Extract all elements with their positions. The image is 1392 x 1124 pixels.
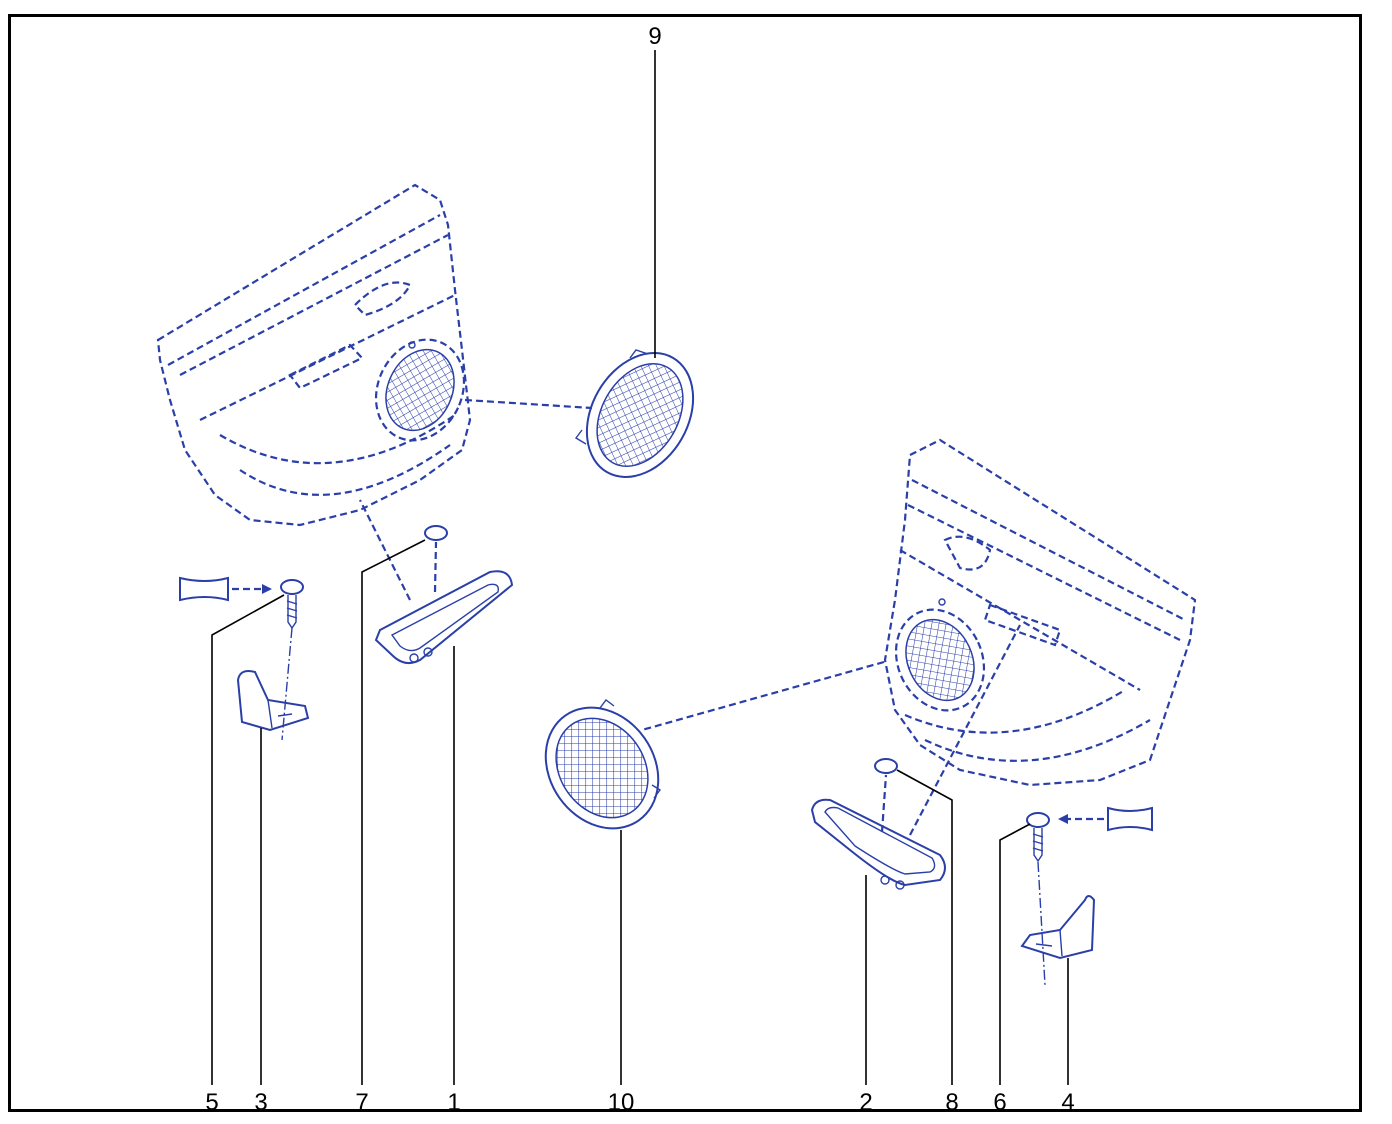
torque-tool-icon bbox=[179, 576, 229, 602]
speaker-grille-9 bbox=[574, 349, 695, 478]
door-handle-cup-1 bbox=[374, 570, 514, 665]
assembly-lines bbox=[281, 398, 1046, 986]
arrow-head bbox=[1058, 814, 1068, 824]
door-handle-cup-2 bbox=[810, 798, 946, 890]
cap-7 bbox=[424, 525, 448, 541]
callout-2: 2 bbox=[859, 1089, 872, 1116]
screw-6 bbox=[1026, 812, 1050, 863]
speaker-grille-10 bbox=[544, 699, 662, 830]
callout-7: 7 bbox=[355, 1089, 368, 1116]
arrow-head bbox=[262, 584, 272, 594]
callout-6: 6 bbox=[993, 1089, 1006, 1116]
callout-8: 8 bbox=[945, 1089, 958, 1116]
screw-5 bbox=[280, 579, 304, 630]
diagram-frame bbox=[8, 14, 1362, 1112]
callout-4: 4 bbox=[1061, 1089, 1074, 1116]
bracket-3 bbox=[236, 670, 310, 732]
callout-10: 10 bbox=[608, 1089, 635, 1116]
callout-9: 9 bbox=[648, 23, 661, 50]
callout-1: 1 bbox=[447, 1089, 460, 1116]
left-door-trim-panel bbox=[156, 183, 472, 527]
cap-8 bbox=[874, 758, 898, 774]
callout-5: 5 bbox=[205, 1089, 218, 1116]
right-door-trim-panel bbox=[883, 438, 1197, 787]
torque-tool-icon bbox=[1107, 806, 1153, 832]
bracket-4 bbox=[1020, 895, 1096, 960]
callout-3: 3 bbox=[254, 1089, 267, 1116]
leader-lines bbox=[211, 50, 1069, 1085]
